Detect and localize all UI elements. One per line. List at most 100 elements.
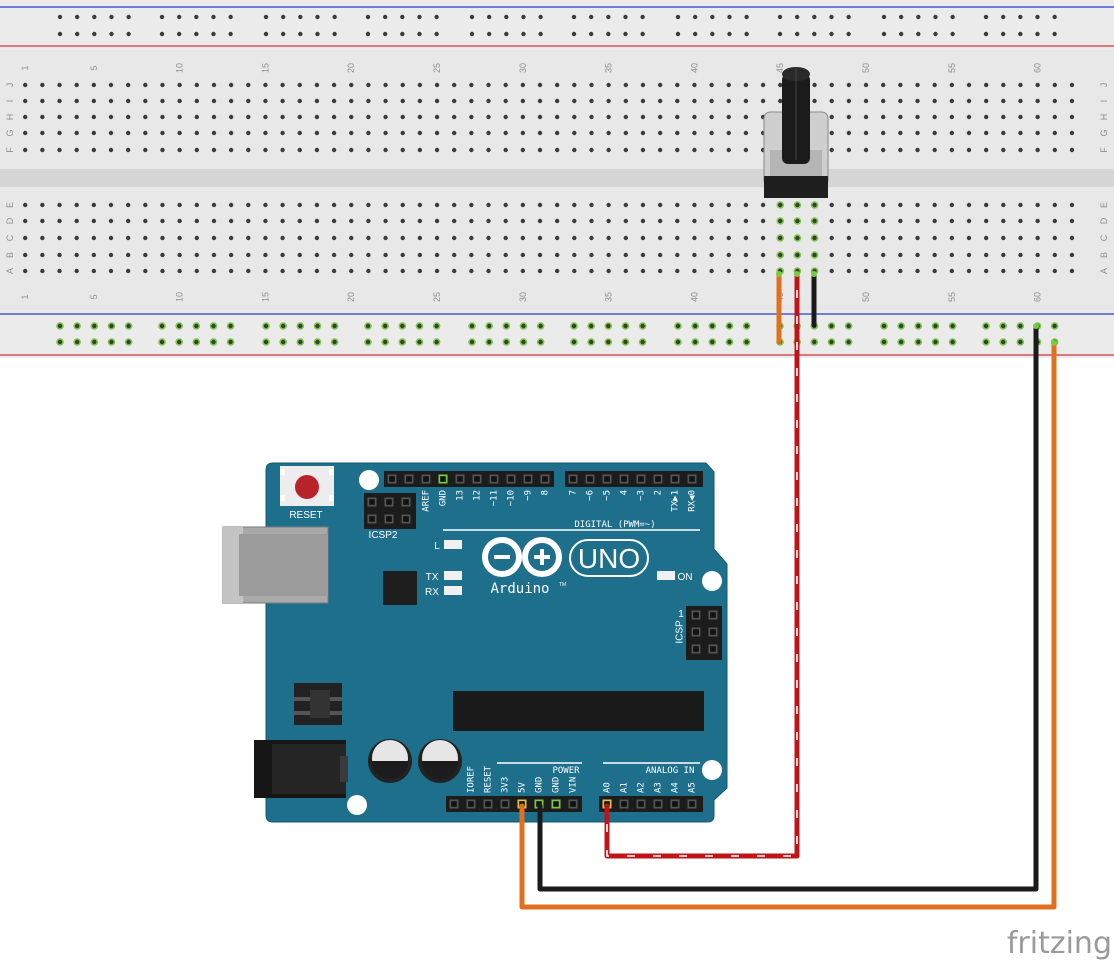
breadboard-hole[interactable] xyxy=(108,235,114,241)
breadboard-hole[interactable] xyxy=(74,235,79,241)
breadboard-hole[interactable] xyxy=(675,114,680,120)
breadboard-hole[interactable] xyxy=(366,98,371,104)
breadboard-hole[interactable] xyxy=(1018,202,1023,208)
breadboard-hole[interactable] xyxy=(793,217,802,225)
breadboard-hole[interactable] xyxy=(829,147,834,153)
breadboard-hole[interactable] xyxy=(194,14,199,20)
breadboard-hole[interactable] xyxy=(846,147,852,153)
breadboard-hole[interactable] xyxy=(1001,98,1006,104)
breadboard-hole[interactable] xyxy=(349,252,354,258)
breadboard-hole[interactable] xyxy=(949,82,955,88)
breadboard-hole[interactable] xyxy=(280,98,285,104)
breadboard-hole[interactable] xyxy=(933,31,938,37)
header-pin[interactable] xyxy=(636,474,646,484)
breadboard-hole[interactable] xyxy=(982,322,990,330)
breadboard-hole[interactable] xyxy=(211,14,216,20)
breadboard-hole[interactable] xyxy=(57,114,62,120)
breadboard-hole[interactable] xyxy=(863,98,869,104)
breadboard-hole[interactable] xyxy=(486,202,491,208)
breadboard-hole[interactable] xyxy=(554,98,560,104)
breadboard-hole[interactable] xyxy=(604,338,613,346)
breadboard-hole[interactable] xyxy=(520,252,526,258)
breadboard-hole[interactable] xyxy=(503,252,508,258)
breadboard-hole[interactable] xyxy=(675,31,681,37)
breadboard-hole[interactable] xyxy=(226,322,235,330)
breadboard-hole[interactable] xyxy=(177,202,182,208)
breadboard-hole[interactable] xyxy=(177,235,182,241)
breadboard-hole[interactable] xyxy=(793,251,802,259)
breadboard-hole[interactable] xyxy=(160,130,165,136)
breadboard-hole[interactable] xyxy=(881,147,886,153)
breadboard-hole[interactable] xyxy=(570,338,578,346)
breadboard-hole[interactable] xyxy=(640,202,646,208)
breadboard-hole[interactable] xyxy=(314,130,320,136)
breadboard-hole[interactable] xyxy=(349,235,354,241)
breadboard-hole[interactable] xyxy=(881,114,886,120)
breadboard-hole[interactable] xyxy=(863,82,869,88)
breadboard-hole[interactable] xyxy=(537,130,543,136)
breadboard-hole[interactable] xyxy=(640,268,646,274)
breadboard-hole[interactable] xyxy=(40,82,45,88)
breadboard-hole[interactable] xyxy=(710,31,715,37)
breadboard-hole[interactable] xyxy=(349,147,354,153)
breadboard-hole[interactable] xyxy=(296,338,305,346)
breadboard-hole[interactable] xyxy=(331,218,337,224)
breadboard-hole[interactable] xyxy=(1069,130,1075,136)
breadboard-hole[interactable] xyxy=(743,252,749,258)
breadboard-hole[interactable] xyxy=(966,235,972,241)
breadboard-hole[interactable] xyxy=(434,235,440,241)
breadboard-hole[interactable] xyxy=(709,235,714,241)
breadboard-hole[interactable] xyxy=(434,218,440,224)
breadboard-hole[interactable] xyxy=(398,338,407,346)
breadboard-hole[interactable] xyxy=(931,338,940,346)
breadboard-hole[interactable] xyxy=(692,31,698,37)
breadboard-hole[interactable] xyxy=(40,202,45,208)
header-pin[interactable] xyxy=(404,474,414,484)
breadboard-hole[interactable] xyxy=(982,338,990,346)
breadboard-hole[interactable] xyxy=(246,252,251,258)
breadboard-hole[interactable] xyxy=(108,130,114,136)
breadboard-hole[interactable] xyxy=(383,268,388,274)
breadboard-hole[interactable] xyxy=(810,234,819,242)
breadboard-hole[interactable] xyxy=(400,268,405,274)
breadboard-hole[interactable] xyxy=(143,218,148,224)
breadboard-hole[interactable] xyxy=(589,202,594,208)
breadboard-hole[interactable] xyxy=(383,82,388,88)
breadboard-hole[interactable] xyxy=(692,82,697,88)
breadboard-hole[interactable] xyxy=(366,130,371,136)
breadboard-hole[interactable] xyxy=(794,14,800,20)
breadboard-hole[interactable] xyxy=(91,202,97,208)
breadboard-hole[interactable] xyxy=(469,202,474,208)
breadboard-hole[interactable] xyxy=(829,268,834,274)
breadboard-hole[interactable] xyxy=(365,14,371,20)
breadboard-hole[interactable] xyxy=(228,130,234,136)
breadboard-hole[interactable] xyxy=(1018,82,1023,88)
breadboard-hole[interactable] xyxy=(640,147,646,153)
breadboard-hole[interactable] xyxy=(381,338,389,346)
breadboard-hole[interactable] xyxy=(640,218,646,224)
header-pin[interactable] xyxy=(585,474,595,484)
breadboard-hole[interactable] xyxy=(383,218,388,224)
header-pin[interactable] xyxy=(540,474,550,484)
breadboard-hole[interactable] xyxy=(175,322,183,330)
breadboard-hole[interactable] xyxy=(521,14,526,20)
breadboard-hole[interactable] xyxy=(606,114,611,120)
breadboard-hole[interactable] xyxy=(776,234,785,242)
breadboard-hole[interactable] xyxy=(589,114,594,120)
breadboard-hole[interactable] xyxy=(263,235,268,241)
breadboard-hole[interactable] xyxy=(881,252,886,258)
breadboard-hole[interactable] xyxy=(727,14,732,20)
breadboard-hole[interactable] xyxy=(417,14,422,20)
breadboard-hole[interactable] xyxy=(468,338,476,346)
breadboard-hole[interactable] xyxy=(57,147,62,153)
header-pin[interactable] xyxy=(653,474,663,484)
header-pin[interactable] xyxy=(670,799,680,809)
breadboard-hole[interactable] xyxy=(228,114,234,120)
breadboard-hole[interactable] xyxy=(91,218,97,224)
breadboard-hole[interactable] xyxy=(520,82,526,88)
breadboard-hole[interactable] xyxy=(898,114,903,120)
breadboard-hole[interactable] xyxy=(554,147,560,153)
breadboard-hole[interactable] xyxy=(554,202,560,208)
breadboard-hole[interactable] xyxy=(400,147,405,153)
breadboard-hole[interactable] xyxy=(228,147,234,153)
